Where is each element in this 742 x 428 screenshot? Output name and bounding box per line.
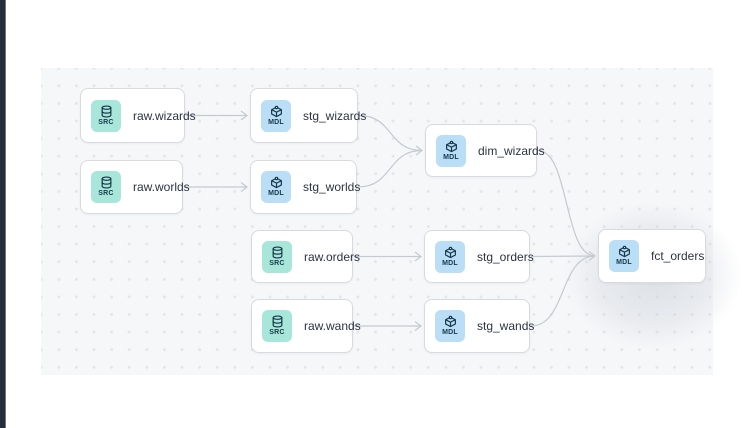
- dag-edge-dim_wizards-to-fct_orders: [537, 149, 596, 257]
- dag-node-stg-wands[interactable]: MDL stg_wands: [424, 299, 534, 353]
- dag-node-raw-wizards[interactable]: SRC raw.wizards: [80, 88, 196, 143]
- dag-edge-stg_wands-to-fct_orders: [530, 255, 596, 327]
- dag-node-raw-orders[interactable]: SRC raw.orders: [251, 230, 360, 283]
- dag-node-stg-wizards[interactable]: MDL stg_wizards: [250, 88, 366, 143]
- mdl-type-badge: MDL: [261, 171, 291, 203]
- dag-node-raw-wands[interactable]: SRC raw.wands: [251, 299, 361, 353]
- badge-label: MDL: [268, 118, 284, 126]
- mdl-type-badge: MDL: [261, 99, 291, 132]
- cube-icon: [445, 140, 458, 154]
- src-type-badge: SRC: [91, 99, 121, 132]
- arrowhead-icon: [414, 321, 422, 331]
- database-icon: [271, 315, 284, 329]
- badge-label: MDL: [442, 259, 458, 267]
- database-icon: [100, 104, 113, 119]
- cube-icon: [444, 246, 457, 260]
- badge-label: SRC: [269, 259, 285, 267]
- arrowhead-icon: [414, 251, 422, 262]
- node-label: raw.worlds: [133, 180, 190, 194]
- src-type-badge: SRC: [262, 310, 292, 342]
- arrowhead-icon: [240, 110, 248, 121]
- mdl-type-badge: MDL: [435, 240, 465, 273]
- node-label: stg_worlds: [303, 180, 361, 194]
- cube-icon: [270, 105, 283, 119]
- node-label: fct_orders: [651, 249, 705, 263]
- dag-edge-stg_wizards-to-dim_wizards: [358, 114, 423, 152]
- node-label: stg_wands: [477, 319, 535, 333]
- database-icon: [271, 245, 284, 260]
- dag-node-stg-orders[interactable]: MDL stg_orders: [424, 230, 534, 283]
- cube-icon: [618, 245, 631, 259]
- mdl-type-badge: MDL: [609, 240, 639, 272]
- badge-label: SRC: [269, 329, 285, 336]
- node-label: stg_orders: [477, 249, 534, 264]
- badge-label: SRC: [98, 118, 114, 126]
- dag-node-dim-wizards[interactable]: MDL dim_wizards: [425, 124, 545, 177]
- dag-node-stg-worlds[interactable]: MDL stg_worlds: [250, 160, 361, 214]
- window-left-edge: [0, 0, 6, 428]
- badge-label: MDL: [268, 190, 284, 197]
- dag-node-fct-orders[interactable]: MDL fct_orders: [598, 229, 706, 283]
- src-type-badge: SRC: [91, 171, 121, 203]
- dag-edge-stg_orders-to-fct_orders: [530, 255, 596, 258]
- node-label: stg_wizards: [303, 108, 367, 123]
- node-label: raw.orders: [304, 249, 361, 264]
- node-label: raw.wands: [304, 319, 361, 333]
- database-icon: [100, 176, 113, 190]
- badge-label: MDL: [442, 329, 458, 336]
- badge-label: SRC: [98, 190, 114, 197]
- node-label: raw.wizards: [133, 108, 196, 123]
- src-type-badge: SRC: [262, 240, 292, 273]
- badge-label: MDL: [616, 259, 632, 266]
- node-label: dim_wizards: [478, 143, 545, 158]
- dag-edge-stg_worlds-to-dim_wizards: [357, 149, 423, 188]
- mdl-type-badge: MDL: [435, 310, 465, 342]
- dag-node-raw-worlds[interactable]: SRC raw.worlds: [80, 160, 190, 214]
- arrowhead-icon: [240, 182, 248, 192]
- cube-icon: [270, 176, 283, 190]
- badge-label: MDL: [443, 153, 459, 161]
- mdl-type-badge: MDL: [436, 134, 466, 167]
- cube-icon: [444, 315, 457, 329]
